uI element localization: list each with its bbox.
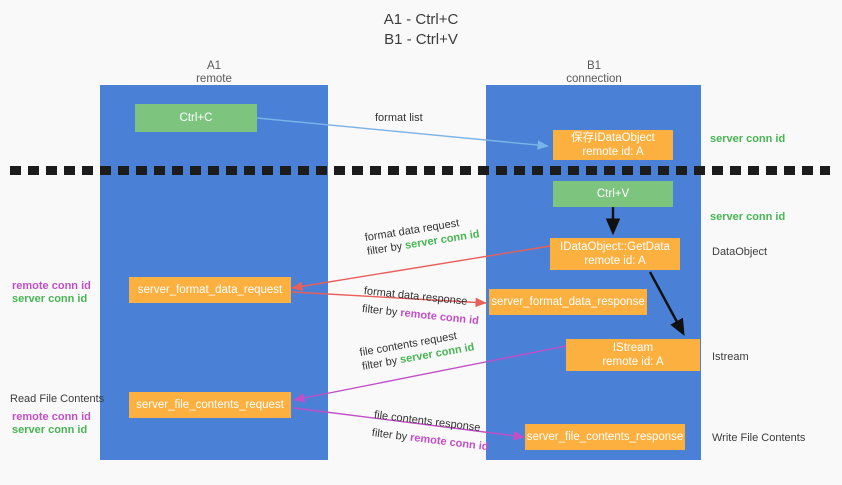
title-line-1: A1 - Ctrl+C xyxy=(383,11,459,28)
lane-header-a1-role: remote xyxy=(196,73,232,85)
annotation-left-format-server-conn-id: server conn id xyxy=(12,293,88,305)
node-istream-line1: IStream xyxy=(612,342,654,354)
node-istream[interactable]: IStream remote id: A xyxy=(566,339,700,371)
node-idataobject-getdata[interactable]: IDataObject::GetData remote id: A xyxy=(550,238,680,270)
node-istream-line2: remote id: A xyxy=(602,356,664,368)
node-ctrl-v[interactable]: Ctrl+V xyxy=(553,181,673,207)
annotation-left-file-remote-conn-id: remote conn id xyxy=(12,411,91,423)
filter-prefix: filter by xyxy=(361,302,401,319)
node-server-file-contents-response-label: server_file_contents_response xyxy=(526,431,684,443)
node-save-idataobject-line1: 保存IDataObject xyxy=(571,132,655,144)
node-server-file-contents-request[interactable]: server_file_contents_request xyxy=(129,392,291,418)
title-line-2: B1 - Ctrl+V xyxy=(384,31,458,48)
node-server-format-data-response[interactable]: server_format_data_response xyxy=(489,289,647,315)
annotation-right-istream: Istream xyxy=(712,351,749,363)
edge-label-file-contents-request: file contents request filter by server c… xyxy=(359,326,476,373)
node-getdata-line1: IDataObject::GetData xyxy=(560,241,670,253)
lane-header-a1: A1 remote xyxy=(124,60,304,86)
edge-label-format-list-text: format list xyxy=(375,112,423,124)
phase-separator xyxy=(10,166,830,175)
lane-header-b1: B1 connection xyxy=(504,60,684,86)
filter-key-remote-conn-id: remote conn id xyxy=(399,307,480,328)
edge-label-file-contents-response: file contents response filter by remote … xyxy=(371,408,491,454)
lane-header-a1-name: A1 xyxy=(206,60,222,72)
node-save-idataobject[interactable]: 保存IDataObject remote id: A xyxy=(553,130,673,160)
edge-label-format-list: format list xyxy=(375,111,423,125)
node-server-format-data-request-label: server_format_data_request xyxy=(137,284,283,296)
annotation-left-format-remote-conn-id: remote conn id xyxy=(12,280,91,292)
page-title: A1 - Ctrl+C B1 - Ctrl+V xyxy=(0,10,842,50)
node-ctrl-c[interactable]: Ctrl+C xyxy=(135,104,257,132)
node-server-file-contents-response[interactable]: server_file_contents_response xyxy=(525,424,685,450)
annotation-right-dataobject: DataObject xyxy=(712,246,768,258)
lane-header-b1-role: connection xyxy=(566,73,622,85)
node-ctrl-v-label: Ctrl+V xyxy=(596,188,630,200)
edge-label-format-data-response: format data response filter by remote co… xyxy=(361,284,481,328)
annotation-right-server-conn-id-2: server conn id xyxy=(710,211,786,223)
annotation-left-file-server-conn-id: server conn id xyxy=(12,424,88,436)
lane-header-b1-name: B1 xyxy=(586,60,602,72)
node-getdata-line2: remote id: A xyxy=(584,255,646,267)
node-server-file-contents-request-label: server_file_contents_request xyxy=(136,399,284,411)
filter-prefix: filter by xyxy=(371,426,411,444)
node-save-idataobject-line2: remote id: A xyxy=(582,146,644,158)
annotation-left-read-file-contents: Read File Contents xyxy=(10,393,105,405)
node-ctrl-c-label: Ctrl+C xyxy=(179,112,213,124)
annotation-right-write-file-contents: Write File Contents xyxy=(712,432,806,444)
annotation-right-server-conn-id-1: server conn id xyxy=(710,133,786,145)
node-server-format-data-response-label: server_format_data_response xyxy=(491,296,645,308)
edge-label-format-data-request: format data request filter by server con… xyxy=(364,213,481,258)
node-server-format-data-request[interactable]: server_format_data_request xyxy=(129,277,291,303)
